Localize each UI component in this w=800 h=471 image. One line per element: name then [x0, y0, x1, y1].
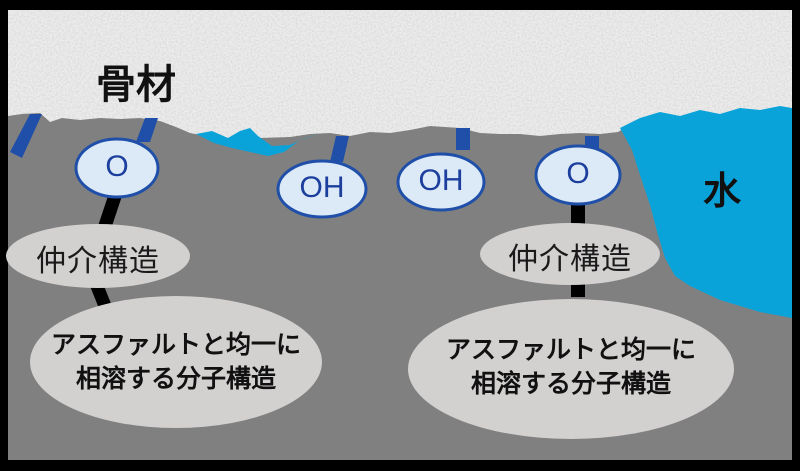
water-pocket: [196, 128, 318, 156]
group-oh-2: [396, 152, 486, 212]
link-o-left-to-mediator: [98, 196, 122, 226]
bond-edge-left: [10, 114, 42, 158]
molecular-links: [90, 196, 585, 306]
functional-groups: [74, 137, 622, 219]
mediator-structures: [6, 223, 660, 288]
group-oh-1: [276, 159, 368, 219]
group-o-left: [74, 137, 160, 199]
link-o-right-to-mediator: [571, 204, 585, 224]
compatible-molecules: [30, 296, 734, 439]
group-o-right: [534, 144, 622, 206]
link-mediator-right-to-molecule: [571, 281, 585, 297]
mediator-left-shape: [6, 224, 190, 288]
bond-o-left: [136, 118, 158, 142]
water-region: [620, 106, 792, 318]
bond-oh-1: [330, 136, 349, 162]
aggregate-bonds: [10, 114, 599, 162]
mediator-right-shape: [480, 223, 660, 285]
bond-o-right: [585, 136, 599, 148]
bond-oh-2: [456, 128, 470, 150]
molecule-right-shape: [408, 299, 734, 439]
link-mediator-left-to-molecule: [90, 286, 112, 306]
molecule-left-shape: [30, 296, 322, 428]
